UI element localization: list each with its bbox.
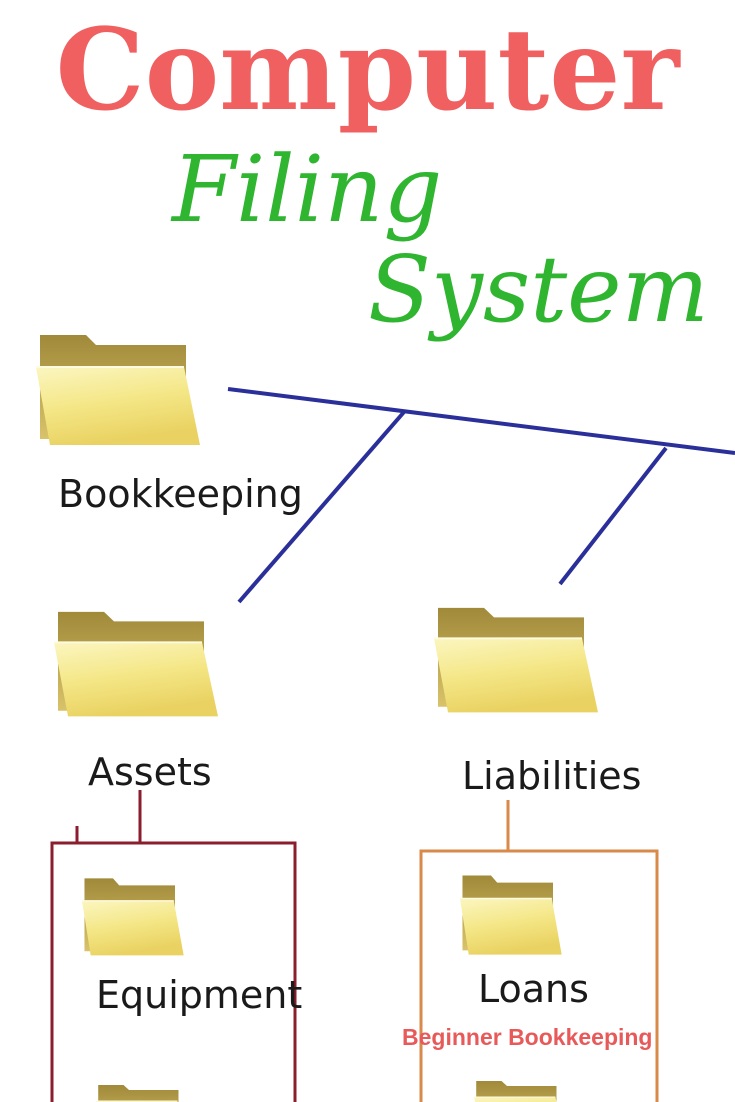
folder-label-liabilities: Liabilities <box>462 754 642 798</box>
folder-icon[interactable] <box>433 606 599 714</box>
title-system: System <box>368 236 709 343</box>
connector-to-liabilities <box>558 446 668 586</box>
folder-label-assets: Assets <box>88 750 212 794</box>
folder-icon[interactable] <box>459 874 563 956</box>
folder-icon[interactable] <box>81 877 185 957</box>
liabilities-subfolder-box <box>419 800 659 1102</box>
folder-icon[interactable] <box>473 1080 565 1102</box>
title-filing: Filing <box>172 136 443 243</box>
folder-icon[interactable] <box>95 1084 187 1102</box>
folder-icon[interactable] <box>53 610 219 718</box>
assets-subfolder-box <box>50 790 297 1102</box>
folder-icon[interactable] <box>35 334 201 446</box>
connector-root-branch <box>227 387 735 455</box>
folder-label-bookkeeping: Bookkeeping <box>58 472 303 516</box>
folder-label-loans: Loans <box>478 967 589 1011</box>
folder-label-equipment: Equipment <box>96 973 303 1017</box>
title-computer: Computer <box>55 5 680 136</box>
credit-text: Beginner Bookkeeping <box>402 1024 653 1050</box>
connector-lines <box>227 387 735 604</box>
connector-to-assets <box>237 410 406 604</box>
